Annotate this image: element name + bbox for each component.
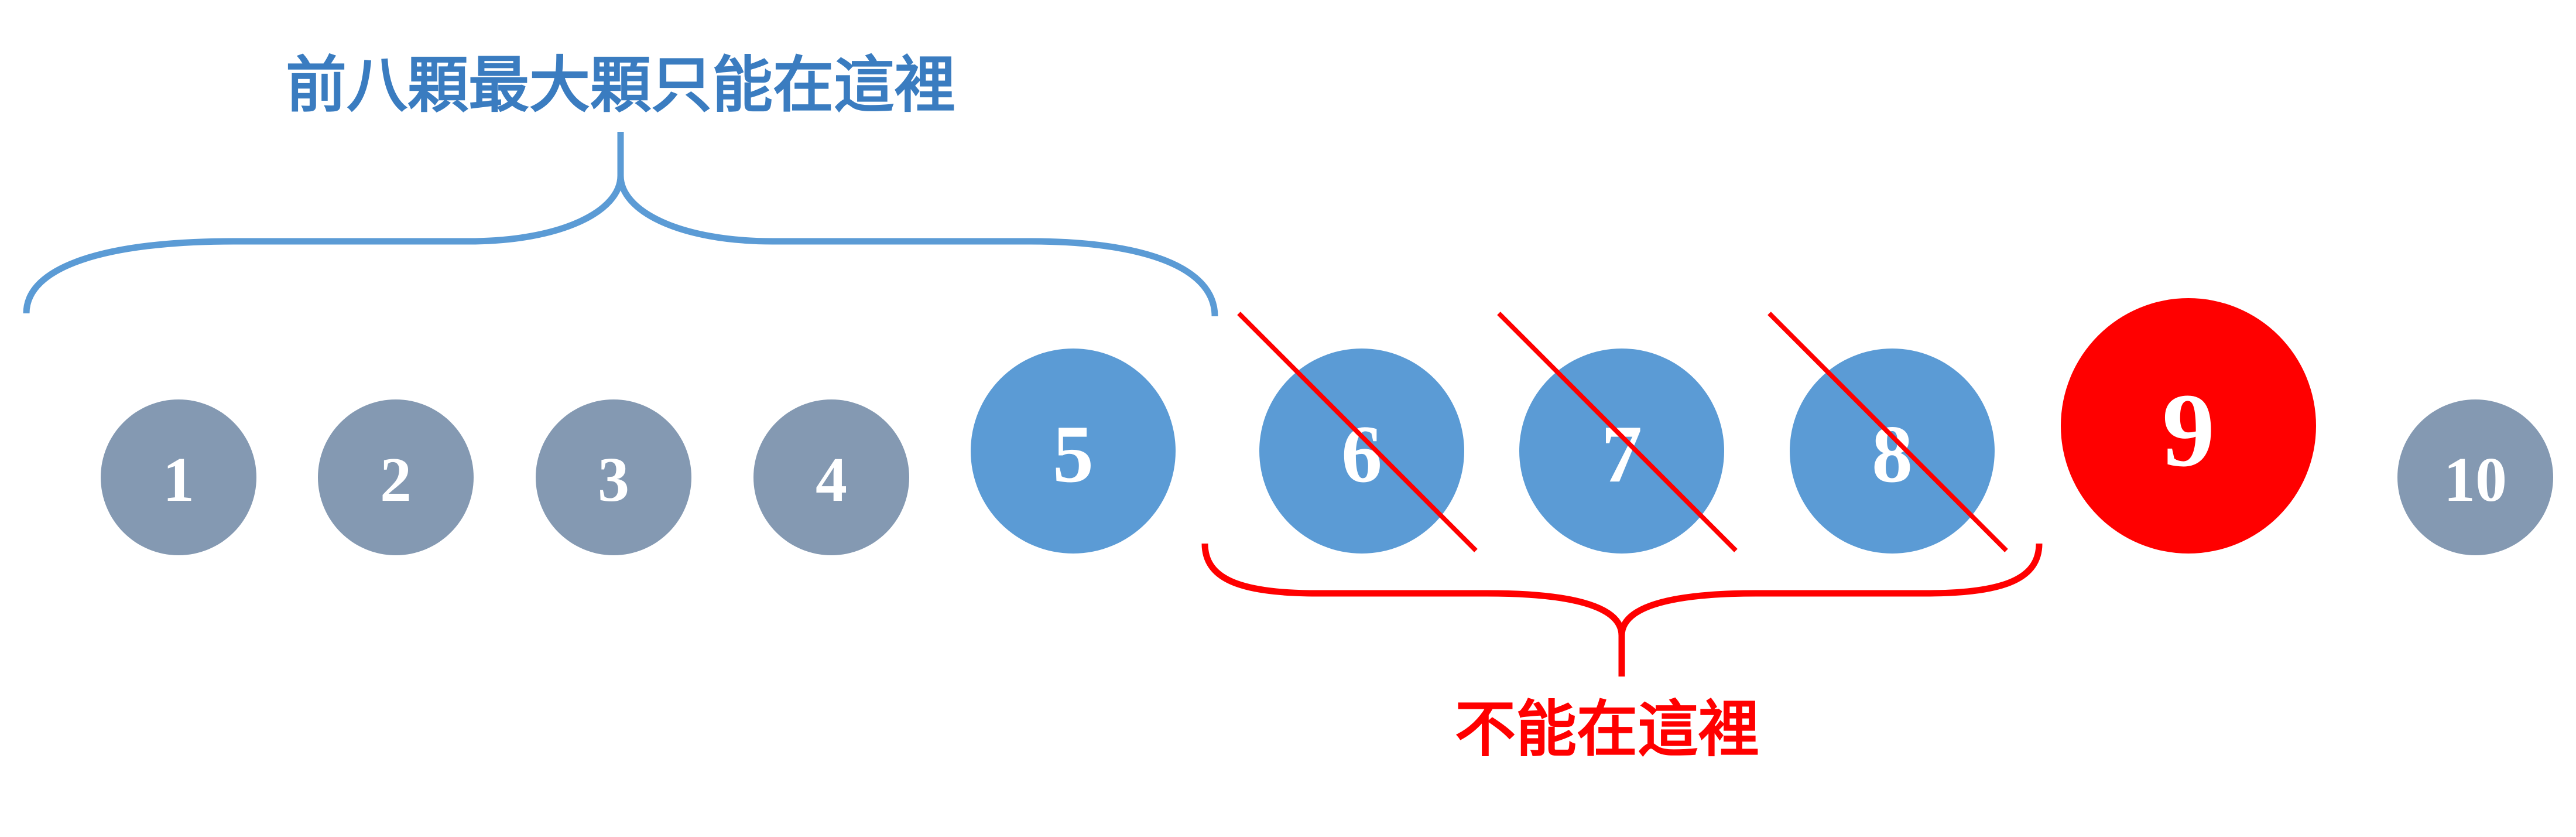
ball-10: 10 bbox=[2397, 399, 2553, 555]
top-caption: 前八顆最大顆只能在這裡 bbox=[286, 49, 955, 121]
ball-2: 2 bbox=[318, 399, 474, 555]
ball-label: 1 bbox=[163, 445, 194, 515]
top-brace bbox=[23, 132, 1218, 317]
strike-lines bbox=[1237, 312, 2008, 552]
ball-circle bbox=[1519, 349, 1724, 554]
strike-line-7 bbox=[1497, 312, 1738, 552]
ball-label: 10 bbox=[2444, 445, 2507, 515]
ball-circle bbox=[971, 349, 1176, 554]
ball-circle bbox=[2397, 399, 2553, 555]
ball-circle bbox=[1790, 349, 1995, 554]
ball-label: 2 bbox=[380, 445, 412, 515]
strike-line-6 bbox=[1237, 312, 1478, 552]
bottom-caption: 不能在這裡 bbox=[1455, 693, 1759, 765]
ball-7: 7 bbox=[1519, 349, 1724, 554]
ball-9: 9 bbox=[2061, 298, 2316, 554]
ball-circle bbox=[2061, 298, 2316, 554]
ball-6: 6 bbox=[1259, 349, 1464, 554]
ball-3: 3 bbox=[536, 399, 691, 555]
ball-8: 8 bbox=[1790, 349, 1995, 554]
strike-line-8 bbox=[1767, 312, 2008, 552]
ball-circle bbox=[1259, 349, 1464, 554]
ball-label: 4 bbox=[816, 445, 847, 515]
ball-1: 1 bbox=[101, 399, 256, 555]
ball-5: 5 bbox=[971, 349, 1176, 554]
ball-4: 4 bbox=[753, 399, 909, 555]
ball-circle bbox=[101, 399, 256, 555]
ball-label: 9 bbox=[2162, 372, 2215, 488]
ball-circle bbox=[318, 399, 474, 555]
ball-circle bbox=[536, 399, 691, 555]
ball-circle bbox=[753, 399, 909, 555]
ball-label: 5 bbox=[1053, 409, 1094, 500]
bottom-brace bbox=[1201, 543, 2043, 677]
ball-label: 3 bbox=[598, 445, 629, 515]
